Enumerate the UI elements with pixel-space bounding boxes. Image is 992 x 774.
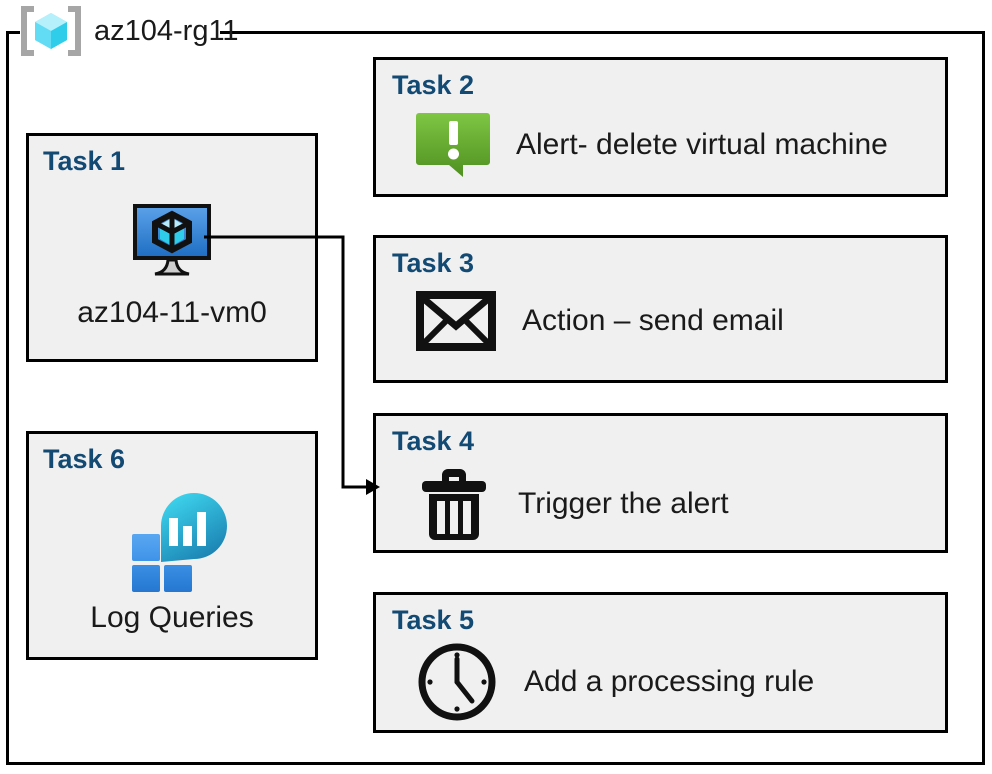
task-4-row: Trigger the alert	[416, 464, 935, 544]
task-2-card[interactable]: Task 2 Alert- delete virtual machine	[373, 57, 948, 197]
task-3-card[interactable]: Task 3 Action – send email	[373, 235, 948, 383]
task-5-title: Task 5	[392, 605, 475, 635]
envelope-icon	[416, 290, 496, 352]
resource-group-header: az104-rg11	[20, 2, 239, 60]
task-5-card[interactable]: Task 5 Add a processing rule	[373, 592, 948, 733]
task-3-label: Action – send email	[522, 304, 784, 337]
task-6-card[interactable]: Task 6	[26, 431, 318, 660]
task-3-row: Action – send email	[416, 290, 935, 352]
task-2-title: Task 2	[392, 70, 475, 100]
alert-exclamation-icon	[416, 108, 490, 182]
clock-icon	[416, 641, 498, 723]
resource-group-frame	[6, 31, 985, 765]
task-1-label: az104-11-vm0	[77, 296, 267, 329]
task-4-card[interactable]: Task 4 Trigger the alert	[373, 413, 948, 553]
resource-group-name: az104-rg11	[94, 14, 239, 47]
task-1-card[interactable]: Task 1	[26, 133, 318, 362]
task-3-title: Task 3	[392, 248, 475, 278]
task-4-label: Trigger the alert	[518, 487, 729, 520]
task-5-label: Add a processing rule	[524, 665, 815, 698]
resource-group-label-gap	[20, 22, 220, 40]
task-2-label: Alert- delete virtual machine	[516, 128, 888, 161]
task-2-row: Alert- delete virtual machine	[416, 108, 935, 182]
task-5-row: Add a processing rule	[416, 641, 935, 723]
task-4-title: Task 4	[392, 426, 475, 456]
task-6-label: Log Queries	[90, 601, 254, 634]
resource-group-cube-icon	[20, 5, 82, 57]
log-analytics-icon	[120, 490, 227, 592]
task-6-title: Task 6	[43, 444, 126, 474]
virtual-machine-icon	[125, 198, 219, 284]
task-1-title: Task 1	[43, 146, 126, 176]
task-1-icon-wrap	[29, 198, 315, 284]
task-6-icon-wrap	[29, 490, 315, 592]
trash-can-icon	[416, 464, 492, 544]
